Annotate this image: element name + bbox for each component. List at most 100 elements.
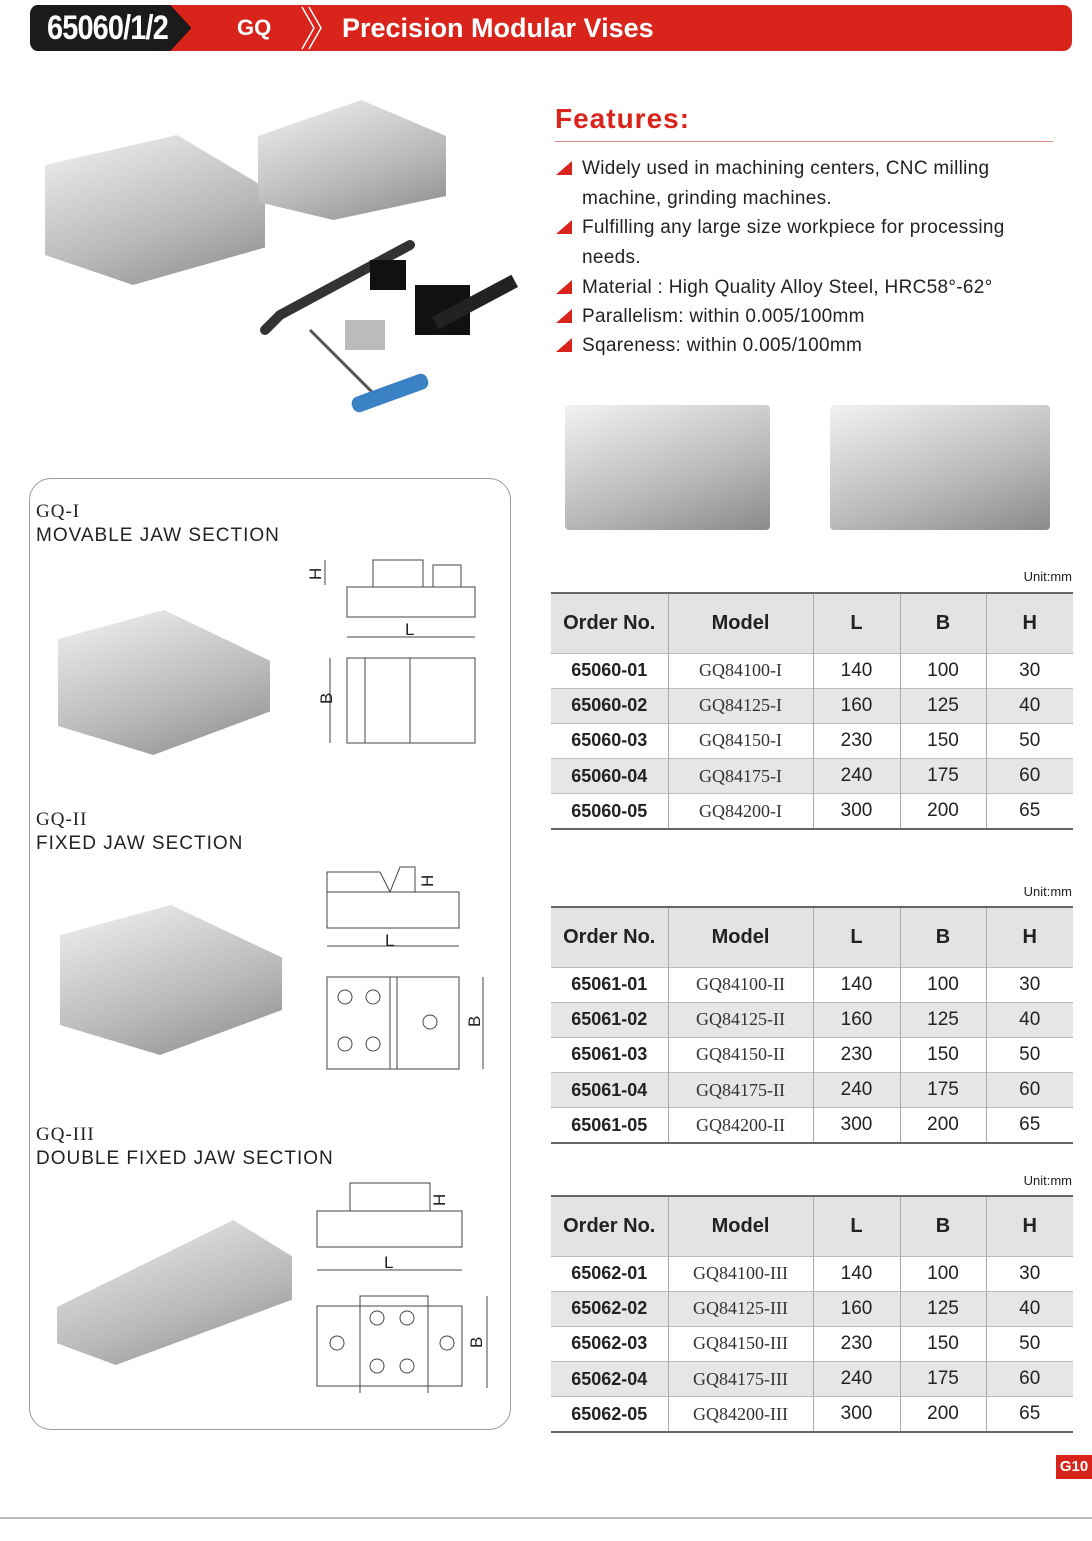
table-cell: 230: [812, 1036, 900, 1073]
table-cell: 65060-05: [551, 793, 668, 830]
svg-text:L: L: [385, 931, 394, 950]
page-number: G10: [1056, 1455, 1092, 1479]
table-cell: 125: [899, 1290, 986, 1327]
table-cell: 65: [985, 1107, 1073, 1144]
table-cell: GQ84150-I: [667, 722, 813, 759]
table-cell: 65060-03: [551, 722, 668, 759]
column-header: Model: [667, 906, 813, 967]
table-cell: 65062-04: [551, 1361, 668, 1397]
feature-item: Sqareness: within 0.005/100mm: [556, 331, 1066, 361]
unit-label: Unit:mm: [1023, 1173, 1072, 1188]
sections-panel: [29, 478, 511, 1430]
table-cell: 50: [985, 1325, 1073, 1362]
table-cell: 230: [812, 722, 900, 759]
table-cell: 175: [899, 758, 986, 794]
column-header: B: [899, 1195, 986, 1256]
bullet-icon: [556, 280, 572, 294]
table-cell: 125: [899, 687, 986, 724]
table-cell: 230: [812, 1325, 900, 1362]
table-cell: 30: [985, 652, 1073, 689]
table-cell: 140: [812, 1255, 900, 1292]
column-header: Order No.: [551, 1195, 668, 1256]
svg-text:L: L: [384, 1253, 393, 1272]
column-header: H: [985, 592, 1073, 653]
divider: [555, 141, 1053, 142]
table-cell: 65: [985, 1396, 1073, 1433]
gq2-diagram: L B H: [326, 866, 484, 1070]
table-cell: GQ84125-I: [667, 687, 813, 724]
table-cell: 240: [812, 758, 900, 794]
column-header: B: [899, 906, 986, 967]
table-cell: GQ84125-II: [667, 1001, 813, 1038]
svg-text:H: H: [418, 875, 437, 887]
table-cell: 65061-03: [551, 1036, 668, 1073]
table-cell: 40: [985, 1001, 1073, 1038]
table-cell: 65061-02: [551, 1001, 668, 1038]
table-cell: 300: [812, 793, 900, 830]
table-cell: 300: [812, 1107, 900, 1144]
table-cell: GQ84100-II: [667, 966, 813, 1003]
table-cell: 65060-04: [551, 758, 668, 794]
table-cell: 200: [899, 1396, 986, 1433]
column-header: Order No.: [551, 592, 668, 653]
table-cell: 140: [812, 652, 900, 689]
column-header: L: [812, 1195, 900, 1256]
table-cell: 30: [985, 966, 1073, 1003]
series-label: GQ: [237, 15, 272, 40]
table-cell: 240: [812, 1361, 900, 1397]
chevron-icon: [301, 6, 322, 50]
unit-label: Unit:mm: [1023, 569, 1072, 584]
product-code: 65060/1/2: [30, 5, 192, 51]
column-header: Order No.: [551, 906, 668, 967]
table-cell: 65062-05: [551, 1396, 668, 1433]
table-cell: 60: [985, 1361, 1073, 1397]
table-cell: 160: [812, 1001, 900, 1038]
svg-text:B: B: [465, 1016, 484, 1027]
table-cell: 160: [812, 687, 900, 724]
svg-text:H: H: [430, 1194, 449, 1206]
features-title: Features:: [555, 103, 691, 134]
table-cell: GQ84125-III: [667, 1290, 813, 1327]
table-cell: 175: [899, 1361, 986, 1397]
footer-divider: [0, 1517, 1092, 1519]
table-cell: GQ84100-III: [667, 1255, 813, 1292]
table-cell: 65062-02: [551, 1290, 668, 1327]
svg-text:H: H: [306, 568, 325, 580]
table-cell: GQ84200-III: [667, 1396, 813, 1433]
table-cell: 150: [899, 722, 986, 759]
table-cell: 100: [899, 652, 986, 689]
table-cell: 300: [812, 1396, 900, 1433]
table-cell: 150: [899, 1325, 986, 1362]
vise-photo-secondary: [258, 100, 446, 220]
column-header: H: [985, 906, 1073, 967]
column-header: B: [899, 592, 986, 653]
table-cell: 200: [899, 793, 986, 830]
table-cell: GQ84175-II: [667, 1072, 813, 1108]
table-cell: 60: [985, 758, 1073, 794]
bullet-icon: [556, 338, 572, 352]
column-header: Model: [667, 1195, 813, 1256]
table-cell: GQ84175-I: [667, 758, 813, 794]
table-cell: 100: [899, 966, 986, 1003]
table-cell: GQ84200-I: [667, 793, 813, 830]
feature-item: Fulfilling any large size workpiece for …: [556, 213, 1066, 272]
page-title: Precision Modular Vises: [342, 13, 654, 43]
table-cell: 40: [985, 687, 1073, 724]
column-header: L: [812, 906, 900, 967]
unit-label: Unit:mm: [1023, 884, 1072, 899]
